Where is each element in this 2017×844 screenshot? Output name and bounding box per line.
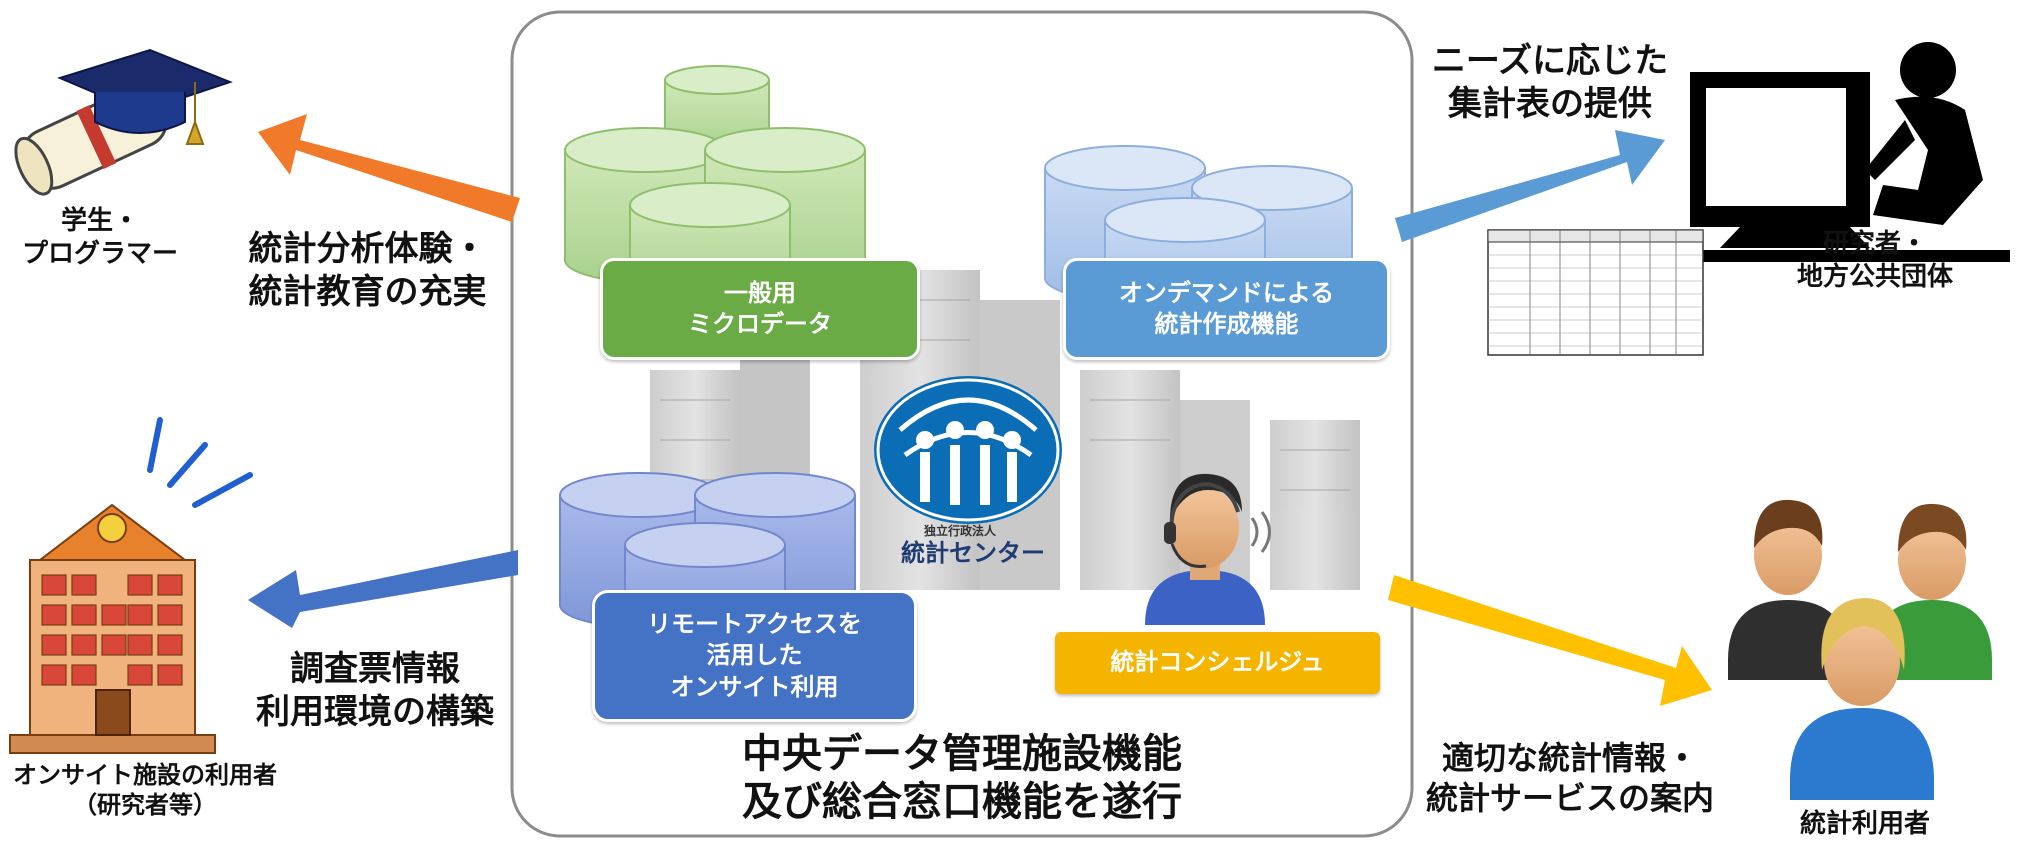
actor-onsite-users-label: オンサイト施設の利用者 （研究者等）: [0, 760, 290, 820]
actor-label-line: オンサイト施設の利用者: [13, 761, 277, 789]
actor-label-line: プログラマー: [21, 238, 178, 269]
box-label-line: ミクロデータ: [688, 310, 832, 338]
caption-education: 統計分析体験・ 統計教育の充実: [225, 228, 510, 313]
box-label-line: オンデマンドによる: [1118, 278, 1335, 307]
headset-operator-icon: [1145, 473, 1271, 625]
researcher-at-computer-icon: [1680, 42, 2010, 262]
arrow-education: [258, 114, 520, 222]
caption-guidance: 適切な統計情報・ 統計サービスの案内: [1405, 738, 1735, 818]
caption-line: 統計教育の充実: [248, 271, 487, 312]
box-label-line: 一般用: [724, 278, 796, 307]
center-title-line: 中央データ管理施設機能: [742, 731, 1182, 777]
logo-text-small: 独立行政法人: [923, 524, 996, 538]
actor-label-line: 研究者・: [1822, 229, 1927, 259]
statistics-table-icon: [1487, 229, 1704, 356]
concierge-box: 統計コンシェルジュ: [1055, 632, 1380, 694]
stat-center-logo-icon: [874, 376, 1062, 524]
actor-students-label: 学生・ プログラマー: [0, 205, 200, 270]
actor-label-line: 地方公共団体: [1796, 261, 1953, 292]
actor-label-line: （研究者等）: [73, 791, 217, 819]
arrow-onsite: [248, 550, 518, 628]
box-label-line: オンサイト利用: [670, 672, 839, 701]
box-label-line: 活用した: [706, 641, 803, 670]
center-title: 中央データ管理施設機能 及び総合窓口機能を遂行: [692, 730, 1232, 826]
caption-tables: ニーズに応じた 集計表の提供: [1410, 40, 1690, 125]
caption-line: 統計分析体験・: [248, 229, 487, 269]
arrow-tables: [1395, 130, 1665, 242]
caption-line: ニーズに応じた: [1431, 41, 1669, 81]
caption-line: 調査票情報: [290, 649, 460, 689]
box-label-line: リモートアクセスを: [647, 610, 862, 639]
remote-access-box: リモートアクセスを 活用した オンサイト利用: [592, 590, 917, 722]
school-building-icon: [9, 417, 253, 754]
caption-line: 集計表の提供: [1448, 83, 1652, 124]
caption-line: 適切な統計情報・: [1441, 739, 1698, 777]
user-group-icon: [1728, 499, 1992, 800]
logo-text-main: 統計センター: [901, 538, 1045, 567]
caption-line: 統計サービスの案内: [1425, 779, 1714, 817]
actor-label-line: 学生・: [60, 206, 139, 236]
graduation-cap-icon: [14, 48, 233, 196]
actor-researchers-label: 研究者・ 地方公共団体: [1760, 228, 1990, 293]
arrow-guidance: [1388, 575, 1712, 706]
center-title-line: 及び総合窓口機能を遂行: [742, 779, 1182, 825]
actor-stat-users-label: 統計利用者: [1780, 808, 1950, 841]
caption-onsite: 調査票情報 利用環境の構築: [230, 648, 520, 733]
box-label-line: 統計作成機能: [1154, 310, 1299, 338]
on-demand-box: オンデマンドによる 統計作成機能: [1063, 258, 1390, 360]
caption-line: 利用環境の構築: [256, 691, 494, 732]
box-label-line: 統計コンシェルジュ: [1110, 648, 1325, 677]
general-micro-data-box: 一般用 ミクロデータ: [600, 258, 920, 360]
actor-label-line: 統計利用者: [1799, 809, 1930, 839]
